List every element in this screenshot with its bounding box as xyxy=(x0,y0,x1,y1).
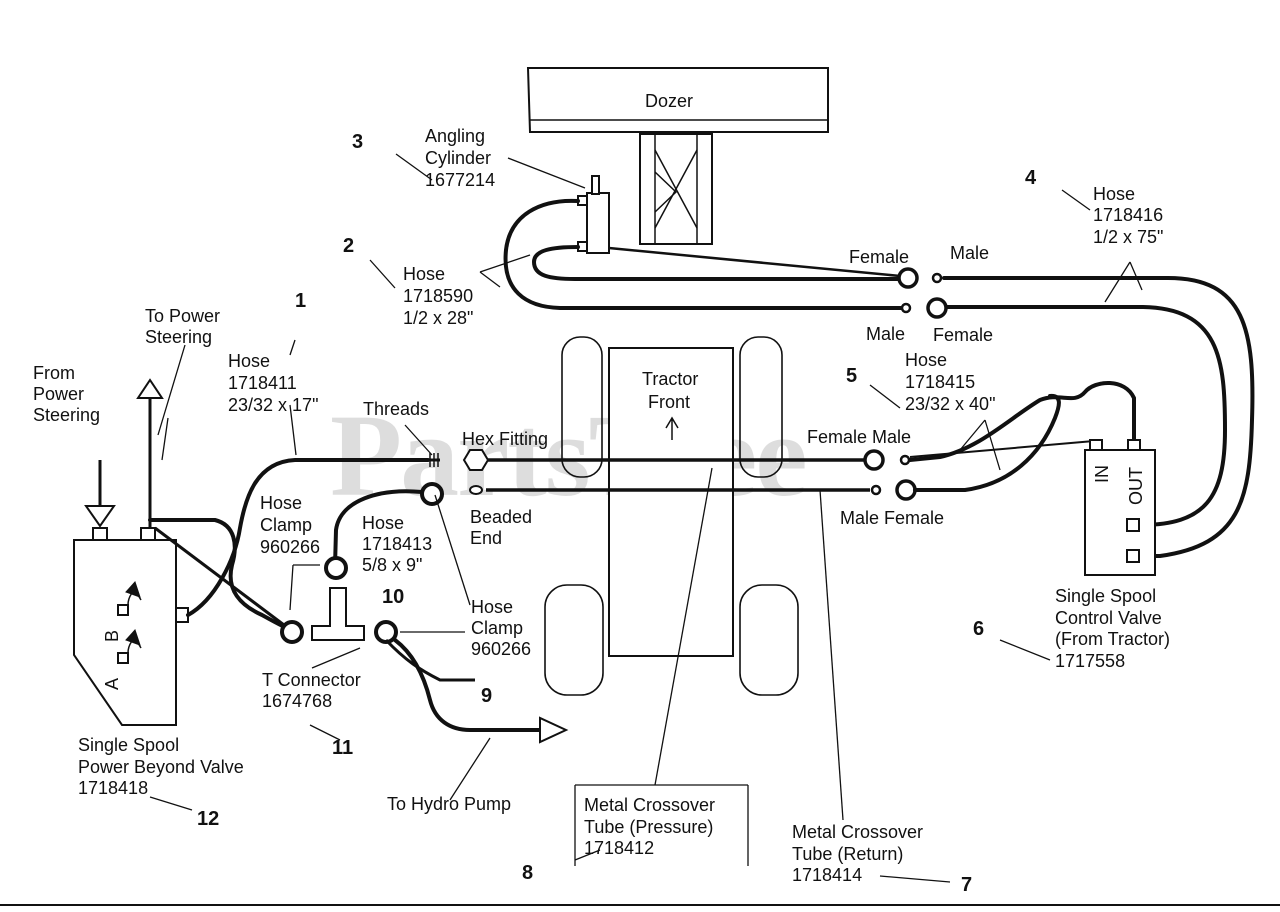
to-hydro-label: To Hydro Pump xyxy=(387,794,511,814)
hose-1-size: 23/32 x 17" xyxy=(228,395,318,415)
tractor-tires xyxy=(544,336,799,696)
port-in-label: IN xyxy=(1092,465,1112,483)
beaded-end-label-1: Beaded xyxy=(470,507,532,527)
hose-13-label: Hose xyxy=(362,513,404,533)
hose-5 xyxy=(908,380,1136,492)
hose-2-label: Hose xyxy=(403,264,445,284)
hose-1 xyxy=(148,458,430,632)
hose-clamp-right-label-2: Clamp xyxy=(471,618,523,638)
metal-return-pn: 1718414 xyxy=(792,865,862,885)
t-connector xyxy=(280,587,398,644)
callout-12: 12 xyxy=(197,808,219,830)
hose-2 xyxy=(503,198,904,310)
port-out-label: OUT xyxy=(1126,467,1146,505)
female-male-label: Female Male xyxy=(807,427,911,447)
leader-lines xyxy=(149,153,1143,883)
t-connector-label: T Connector xyxy=(262,670,361,690)
hose-4-label: Hose xyxy=(1093,184,1135,204)
hose-clamp-left-pn: 960266 xyxy=(260,537,320,557)
callout-11: 11 xyxy=(332,737,353,759)
threads-fitting xyxy=(428,449,490,495)
tractor-front-label-2: Front xyxy=(648,392,690,412)
angling-cylinder-label-1: Angling xyxy=(425,126,485,146)
hose-clamp-right-label-1: Hose xyxy=(471,597,513,617)
dozer-blade xyxy=(526,67,829,133)
hose-4-pn: 1718416 xyxy=(1093,205,1163,225)
female-top-label: Female xyxy=(849,247,909,267)
t-connector-pn: 1674768 xyxy=(262,691,332,711)
metal-pressure-pn: 1718412 xyxy=(584,838,654,858)
callout-3: 3 xyxy=(352,131,363,153)
control-valve xyxy=(1084,439,1156,576)
hose-4 xyxy=(942,276,1255,558)
hose-5-pn: 1718415 xyxy=(905,372,975,392)
hose-1-pn: 1718411 xyxy=(228,373,297,393)
hose-clamp-left-label-1: Hose xyxy=(260,493,302,513)
callout-6: 6 xyxy=(973,618,984,640)
tractor-front-label-1: Tractor xyxy=(642,369,698,389)
power-steering-lines xyxy=(84,378,164,528)
front-arrow-icon xyxy=(665,416,679,440)
to-power-label-1: To Power xyxy=(145,306,220,326)
hose-4-size: 1/2 x 75" xyxy=(1093,227,1163,247)
callout-10: 10 xyxy=(382,586,404,608)
control-valve-label-3: (From Tractor) xyxy=(1055,629,1170,649)
hose-9 xyxy=(384,638,569,744)
threads-label: Threads xyxy=(363,399,429,419)
port-b-label: B xyxy=(102,630,122,642)
metal-return-label-2: Tube (Return) xyxy=(792,844,903,864)
hose-2-pn: 1718590 xyxy=(403,286,473,306)
control-valve-label-2: Control Valve xyxy=(1055,608,1162,628)
metal-pressure-label-1: Metal Crossover xyxy=(584,795,715,815)
coupler-top xyxy=(897,267,948,319)
from-power-label-3: Steering xyxy=(33,405,100,425)
male-female-label: Male Female xyxy=(840,508,944,528)
tractor-body xyxy=(608,347,734,657)
callout-9: 9 xyxy=(481,685,492,707)
male-mid-label: Male xyxy=(866,324,905,344)
hose-13-size: 5/8 x 9" xyxy=(362,555,422,575)
to-power-label-2: Steering xyxy=(145,327,212,347)
from-power-label-1: From xyxy=(33,363,75,383)
callout-2: 2 xyxy=(343,235,354,257)
dozer-label: Dozer xyxy=(645,91,693,111)
female-mid-label: Female xyxy=(933,325,993,345)
beaded-end-label-2: End xyxy=(470,528,502,548)
from-power-label-2: Power xyxy=(33,384,84,404)
callout-5: 5 xyxy=(846,365,857,387)
power-beyond-valve xyxy=(73,527,189,726)
callout-8: 8 xyxy=(522,862,533,884)
angling-cylinder-label-2: Cylinder xyxy=(425,148,491,168)
metal-return-label-1: Metal Crossover xyxy=(792,822,923,842)
hose-13 xyxy=(324,482,444,580)
hex-fitting-label: Hex Fitting xyxy=(462,429,548,449)
power-beyond-valve-pn: 1718418 xyxy=(78,778,148,798)
power-beyond-valve-label-1: Single Spool xyxy=(78,735,179,755)
crossover-lines xyxy=(486,458,870,492)
callout-7: 7 xyxy=(961,874,972,896)
male-top-label: Male xyxy=(950,243,989,263)
angling-cylinder-pn: 1677214 xyxy=(425,170,495,190)
hose-5-size: 23/32 x 40" xyxy=(905,394,995,414)
port-a-label: A xyxy=(102,678,122,690)
hose-5-label: Hose xyxy=(905,350,947,370)
hose-clamp-right-pn: 960266 xyxy=(471,639,531,659)
metal-pressure-label-2: Tube (Pressure) xyxy=(584,817,713,837)
hose-clamp-left-label-2: Clamp xyxy=(260,515,312,535)
hose-2-size: 1/2 x 28" xyxy=(403,308,473,328)
callout-4: 4 xyxy=(1025,167,1037,189)
hose-1-label: Hose xyxy=(228,351,270,371)
dozer-frame xyxy=(639,133,713,245)
hose-13-pn: 1718413 xyxy=(362,534,432,554)
control-valve-pn: 1717558 xyxy=(1055,651,1125,671)
coupler-mid xyxy=(863,449,917,501)
control-valve-label-1: Single Spool xyxy=(1055,586,1156,606)
callout-1: 1 xyxy=(295,290,306,312)
power-beyond-valve-label-2: Power Beyond Valve xyxy=(78,757,244,777)
